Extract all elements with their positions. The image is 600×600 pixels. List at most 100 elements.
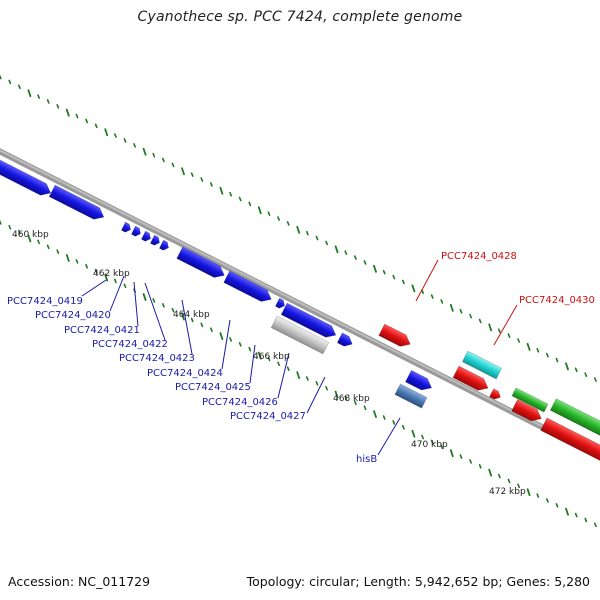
tick-inner	[536, 493, 540, 498]
gene-label-0430[interactable]: PCC7424_0430	[519, 295, 595, 306]
tick-inner	[210, 327, 213, 333]
tick-outer	[517, 338, 521, 343]
tick-outer	[488, 323, 493, 332]
tick-inner	[478, 464, 482, 469]
tick-inner	[363, 405, 367, 411]
tick-inner	[277, 361, 281, 367]
gene-label-0422[interactable]: PCC7424_0422	[92, 339, 168, 350]
tick-outer	[469, 313, 473, 319]
tick-inner	[85, 263, 88, 269]
callout-line	[249, 344, 256, 384]
tick-inner	[449, 449, 454, 458]
tick-inner	[334, 390, 339, 399]
gene-block	[270, 315, 330, 355]
tick-outer	[200, 177, 204, 182]
tick-outer	[257, 206, 262, 215]
tick-inner	[0, 220, 2, 225]
tick-inner	[545, 498, 549, 503]
tick-inner	[200, 322, 204, 328]
tick-outer	[574, 367, 578, 373]
tick-outer	[133, 143, 136, 148]
tick-outer	[46, 99, 50, 104]
kbp-labels: 460 kbp 462 kbp 464 kbp 466 kbp 468 kbp …	[12, 230, 526, 497]
tick-inner	[142, 293, 147, 301]
map-title: Cyanothece sp. PCC 7424, complete genome	[137, 9, 463, 25]
gene-label-0423[interactable]: PCC7424_0423	[119, 353, 195, 364]
tick-inner	[411, 429, 416, 438]
tick-inner	[507, 478, 511, 484]
tick-inner	[75, 259, 79, 264]
tick-outer	[536, 347, 540, 353]
tick-outer	[305, 230, 309, 236]
gene-label-0426[interactable]: PCC7424_0426	[202, 397, 278, 408]
tick-outer	[248, 201, 252, 207]
tick-outer	[344, 250, 348, 255]
tick-inner	[392, 420, 396, 425]
tick-outer	[65, 108, 70, 117]
gene-label-0424[interactable]: PCC7424_0424	[147, 368, 223, 379]
tick-inner	[517, 483, 521, 489]
tick-inner	[555, 503, 559, 508]
gene-label-0425[interactable]: PCC7424_0425	[175, 382, 251, 393]
tick-inner	[459, 454, 463, 459]
gene-arrow	[0, 158, 52, 196]
tick-outer	[565, 362, 569, 371]
tick-inner	[257, 351, 262, 360]
tick-inner	[65, 254, 70, 262]
tick-outer	[401, 279, 405, 285]
gene-arrow	[120, 221, 131, 233]
callout-line	[221, 319, 231, 370]
tick-inner	[469, 459, 473, 464]
tick-inner	[305, 376, 309, 381]
tick-outer	[584, 372, 588, 377]
tick-outer	[507, 333, 511, 338]
tick-outer	[325, 240, 329, 246]
gene-arrow	[48, 184, 105, 220]
genome-backbone	[0, 148, 600, 460]
tick-inner	[104, 273, 109, 282]
gene-label-0428[interactable]: PCC7424_0428	[441, 251, 517, 262]
tick-inner	[17, 229, 21, 235]
tick-inner	[497, 473, 501, 479]
callout-line	[415, 259, 439, 302]
tick-inner	[344, 395, 348, 401]
gene-arrow	[452, 365, 489, 391]
tick-inner	[56, 249, 60, 254]
kbp-label-464: 464 kbp	[173, 310, 210, 320]
gene-label-hisB[interactable]: hisB	[356, 454, 377, 465]
gene-label-0421[interactable]: PCC7424_0421	[64, 325, 140, 336]
tick-outer	[210, 182, 213, 187]
gene-label-0427[interactable]: PCC7424_0427	[230, 411, 306, 422]
tick-inner	[296, 371, 301, 380]
kbp-label-462: 462 kbp	[93, 269, 130, 279]
tick-inner	[229, 337, 232, 342]
gene-label-0420[interactable]: PCC7424_0420	[35, 310, 111, 321]
accession-text: Accession: NC_011729	[8, 574, 151, 589]
tick-outer	[315, 235, 319, 241]
kbp-label-470: 470 kbp	[411, 440, 448, 450]
tick-outer	[449, 303, 454, 312]
gene-block	[394, 383, 428, 409]
callout-line	[81, 279, 107, 297]
genome-summary-text: Topology: circular; Length: 5,942,652 bp…	[246, 574, 590, 589]
tick-outer	[171, 162, 175, 168]
gene-arrow	[280, 302, 337, 338]
tick-outer	[545, 352, 549, 358]
tick-outer	[440, 299, 444, 304]
tick-outer	[104, 128, 109, 137]
callout-line	[181, 299, 193, 355]
tick-outer	[411, 284, 416, 293]
tick-inner	[565, 507, 569, 516]
callout-line	[377, 417, 401, 456]
tick-inner	[27, 234, 32, 243]
gene-label-0419[interactable]: PCC7424_0419	[7, 296, 83, 307]
gene-arrow	[140, 230, 151, 242]
tick-inner	[353, 400, 357, 406]
tick-outer	[152, 152, 156, 158]
gene-labels: PCC7424_0419 PCC7424_0420 PCC7424_0421 P…	[7, 251, 595, 465]
tick-outer	[267, 211, 271, 216]
tick-inner	[248, 346, 252, 352]
tick-inner	[94, 268, 98, 274]
kbp-label-468: 468 kbp	[333, 394, 370, 404]
